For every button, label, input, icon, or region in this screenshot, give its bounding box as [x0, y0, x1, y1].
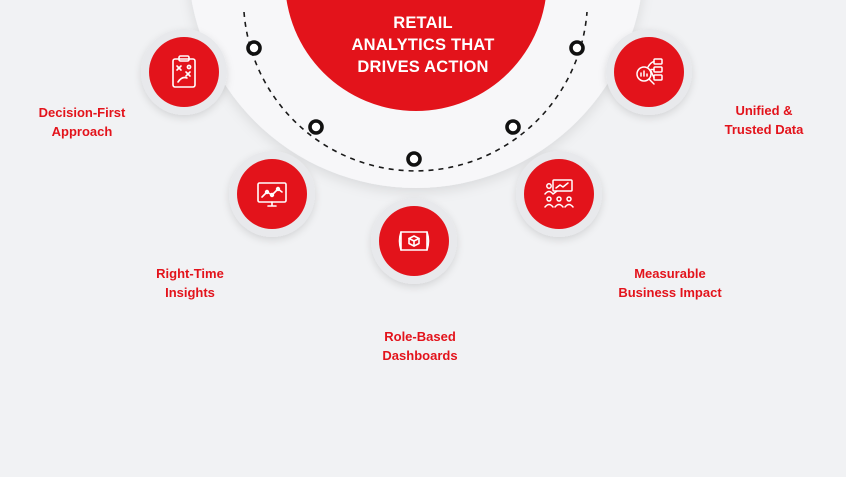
step-label-line: Business Impact: [618, 285, 722, 300]
hub-title-line: RETAIL: [393, 14, 453, 32]
step-label-unified: Unified & Trusted Data: [684, 101, 844, 139]
step-label-decision-first: Decision-First Approach: [2, 103, 162, 141]
orbit-dots: [246, 40, 585, 167]
step-label-line: Trusted Data: [724, 122, 804, 137]
step-label-role-based: Role-Based Dashboards: [340, 327, 500, 365]
step-label-line: Right-Time: [156, 266, 224, 281]
step-node-right-time: [237, 159, 307, 229]
step-label-line: Dashboards: [382, 348, 458, 363]
orbit-dot: [406, 151, 422, 167]
hub-circle: [286, 0, 546, 111]
cube-blueprint-icon: [379, 206, 449, 276]
data-search-icon: [614, 37, 684, 107]
orbit-dot: [505, 119, 521, 135]
hub-title: RETAIL ANALYTICS THAT DRIVES ACTION: [313, 12, 533, 78]
orbit-dot: [569, 40, 585, 56]
hub-title-line: DRIVES ACTION: [357, 58, 489, 76]
step-node-measurable: [524, 159, 594, 229]
step-label-measurable: Measurable Business Impact: [590, 264, 750, 302]
step-node-unified: [614, 37, 684, 107]
step-label-line: Measurable: [634, 266, 706, 281]
clipboard-strategy-icon: [149, 37, 219, 107]
step-label-line: Role-Based: [384, 329, 456, 344]
step-label-line: Unified &: [735, 103, 793, 118]
step-label-right-time: Right-Time Insights: [110, 264, 270, 302]
team-presentation-icon: [524, 159, 594, 229]
hub-title-line: ANALYTICS THAT: [351, 36, 495, 54]
orbit-dot: [246, 40, 262, 56]
monitor-line-chart-icon: [237, 159, 307, 229]
step-label-line: Approach: [51, 124, 113, 139]
step-node-decision-first: [149, 37, 219, 107]
step-label-line: Decision-First: [38, 105, 126, 120]
orbit-dot: [308, 119, 324, 135]
step-label-line: Insights: [165, 285, 215, 300]
step-node-role-based: [379, 206, 449, 276]
